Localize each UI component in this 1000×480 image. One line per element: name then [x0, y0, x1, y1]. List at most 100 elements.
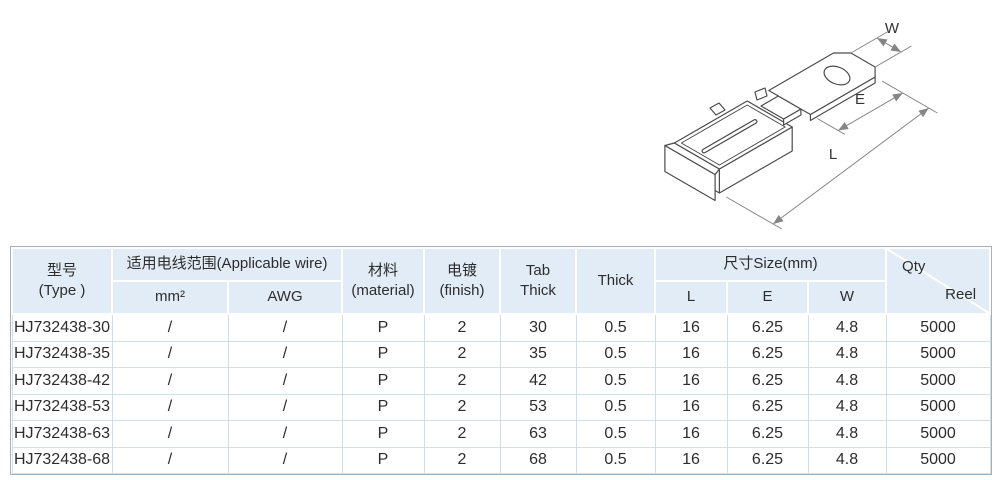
cell-awg: /: [227, 340, 343, 368]
cell-mm2: /: [111, 313, 229, 342]
cell-e: 6.25: [726, 393, 809, 421]
cell-type: HJ732438-42: [11, 367, 113, 395]
cell-tab-thick: 63: [499, 420, 577, 448]
cell-awg: /: [227, 446, 343, 474]
cell-awg: /: [227, 367, 343, 395]
cell-reel: 5000: [885, 340, 991, 368]
cell-thick: 0.5: [575, 367, 656, 395]
terminal-drawing: W E L: [595, 0, 995, 238]
cell-type: HJ732438-63: [11, 420, 113, 448]
cell-finish: 2: [423, 313, 501, 342]
blade-hole: [823, 65, 851, 86]
cell-l: 16: [654, 340, 728, 368]
cell-awg: /: [227, 420, 343, 448]
cell-w: 4.8: [807, 313, 887, 342]
cell-mm2: /: [111, 367, 229, 395]
cell-l: 16: [654, 313, 728, 342]
cell-tab-thick: 68: [499, 446, 577, 474]
cell-material: P: [341, 393, 425, 421]
col-header-tab-thick-2: Thick: [520, 282, 556, 299]
cell-thick: 0.5: [575, 340, 656, 368]
cell-type: HJ732438-53: [11, 393, 113, 421]
cell-finish: 2: [423, 340, 501, 368]
col-header-size: 尺寸Size(mm): [653, 247, 888, 282]
cell-reel: 5000: [885, 367, 991, 395]
dim-line-l: [772, 107, 930, 225]
dim-ext-tip: [881, 80, 938, 114]
col-header-awg: AWG: [227, 280, 343, 315]
cell-material: P: [341, 367, 425, 395]
col-header-material-en: (material): [351, 282, 415, 299]
cell-type: HJ732438-68: [11, 446, 113, 474]
cell-type: HJ732438-35: [11, 340, 113, 368]
col-header-applicable-wire: 适用电线范围(Applicable wire): [111, 247, 343, 282]
wire-barb: [702, 120, 757, 153]
cell-tab-thick: 42: [499, 367, 577, 395]
col-header-finish: 电镀 (finish): [423, 247, 501, 315]
cell-e: 6.25: [726, 367, 809, 395]
col-header-type-en: (Type ): [38, 282, 86, 299]
cell-mm2: /: [111, 393, 229, 421]
col-header-qty-reel: Qty Reel: [885, 247, 992, 315]
cell-mm2: /: [111, 446, 229, 474]
cell-w: 4.8: [807, 420, 887, 448]
col-header-finish-en: (finish): [439, 282, 485, 299]
cell-w: 4.8: [807, 393, 887, 421]
cell-mm2: /: [111, 340, 229, 368]
cell-thick: 0.5: [575, 393, 656, 421]
cell-l: 16: [654, 367, 728, 395]
cell-tab-thick: 35: [499, 340, 577, 368]
cell-finish: 2: [423, 367, 501, 395]
cell-mm2: /: [111, 420, 229, 448]
dim-ext-e1: [817, 118, 846, 135]
col-header-type-zh: 型号: [46, 261, 77, 279]
col-header-thick: Thick: [575, 247, 656, 315]
cell-awg: /: [227, 313, 343, 342]
cell-tab-thick: 30: [499, 313, 577, 342]
col-header-qty: Qty: [902, 258, 926, 275]
col-header-w: W: [806, 280, 888, 315]
cell-reel: 5000: [885, 446, 991, 474]
cell-reel: 5000: [885, 393, 991, 421]
cell-finish: 2: [423, 446, 501, 474]
cell-tab-thick: 53: [499, 393, 577, 421]
cell-e: 6.25: [726, 420, 809, 448]
dim-line-w: [876, 37, 902, 53]
spec-table-wrap: 型号 (Type ) 适用电线范围(Applicable wire) 材料 (m…: [10, 246, 992, 475]
cell-e: 6.25: [726, 313, 809, 342]
terminal-drawing-svg: W E L: [664, 20, 938, 230]
cell-material: P: [341, 313, 425, 342]
cell-thick: 0.5: [575, 313, 656, 342]
col-header-material-zh: 材料: [367, 261, 398, 279]
cell-reel: 5000: [885, 313, 991, 342]
cell-material: P: [341, 340, 425, 368]
col-header-e: E: [726, 280, 809, 315]
cell-thick: 0.5: [575, 420, 656, 448]
cell-reel: 5000: [885, 420, 991, 448]
cell-e: 6.25: [726, 340, 809, 368]
dim-label-e: E: [855, 91, 865, 108]
cell-e: 6.25: [726, 446, 809, 474]
cell-awg: /: [227, 393, 343, 421]
dim-ext-w1: [850, 31, 888, 54]
neck-flag: [754, 87, 768, 101]
cell-w: 4.8: [807, 446, 887, 474]
cell-w: 4.8: [807, 340, 887, 368]
col-header-finish-zh: 电镀: [446, 261, 477, 279]
cell-l: 16: [654, 446, 728, 474]
cell-thick: 0.5: [575, 446, 656, 474]
col-header-mm2: mm²: [111, 280, 229, 315]
spec-table: 型号 (Type ) 适用电线范围(Applicable wire) 材料 (m…: [11, 247, 992, 474]
cell-material: P: [341, 420, 425, 448]
cell-l: 16: [654, 420, 728, 448]
col-header-tab-thick-1: Tab: [525, 261, 551, 279]
dim-ext-w2: [874, 45, 912, 68]
cell-w: 4.8: [807, 367, 887, 395]
